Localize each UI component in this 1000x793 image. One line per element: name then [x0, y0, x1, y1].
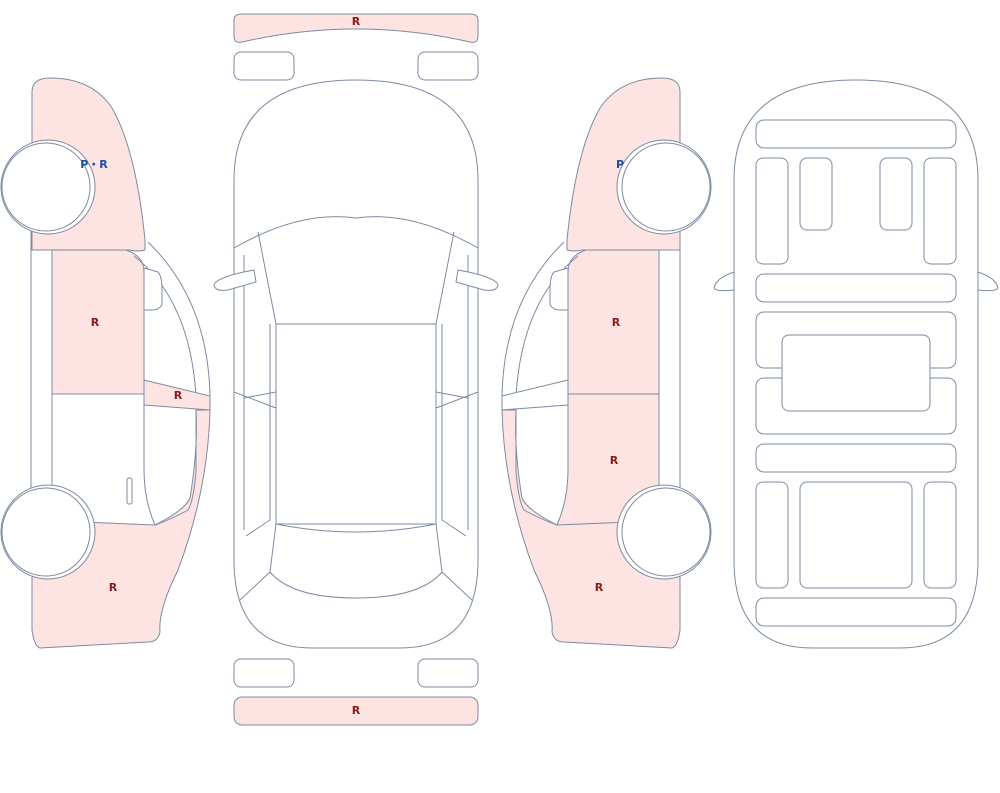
left-pillar-strip[interactable]: [143, 379, 211, 411]
front-bumper-mark: R: [352, 15, 361, 28]
left-pillar-mark: R: [174, 389, 183, 402]
floor-panel-left-2: [799, 157, 833, 231]
floor-panel-front: [755, 119, 957, 149]
left-mirror: [143, 267, 163, 311]
floor-right-mirror: [977, 271, 999, 292]
left-front-fender-mark: P・R: [80, 158, 108, 171]
right-side-view: [501, 77, 712, 649]
left-side-mirror-top: [213, 269, 257, 291]
windshield: [233, 216, 479, 249]
right-pillar-strip: [501, 379, 569, 411]
right-front-fender-mark: P: [616, 158, 624, 171]
floor-panel-right-1: [923, 157, 957, 265]
left-front-door-mark: R: [91, 316, 100, 329]
right-rear-wheel: [621, 487, 711, 577]
floor-panel-bar-2: [755, 443, 957, 473]
left-front-wheel: [1, 142, 91, 232]
right-side-mirror-top: [455, 269, 499, 291]
left-rear-quarter[interactable]: [31, 409, 211, 649]
windshield-right-edge: [435, 231, 455, 325]
floor-left-mirror: [713, 271, 735, 292]
left-front-door[interactable]: [51, 249, 145, 395]
left-rear-body-lines: [239, 519, 271, 601]
right-rear-door-mark: R: [610, 454, 619, 467]
rear-bumper-mark: R: [352, 704, 361, 717]
left-taillight: [233, 658, 295, 688]
floor-panel-rear: [755, 597, 957, 627]
right-rear-quarter[interactable]: [501, 409, 681, 649]
left-rear-quarter-mark: R: [109, 581, 118, 594]
right-taillight: [417, 658, 479, 688]
right-body-line: [501, 241, 565, 397]
right-front-door[interactable]: [567, 249, 660, 395]
floor-panel-left-1: [755, 157, 789, 265]
floor-panel-right-2: [879, 157, 913, 231]
right-front-door-mark: R: [612, 316, 621, 329]
floor-panel-right-rear: [923, 481, 957, 589]
right-headlight: [417, 51, 479, 81]
front-bumper[interactable]: [233, 13, 479, 43]
car-body-top: [233, 79, 479, 649]
right-side-glass: [515, 255, 579, 526]
left-door-handle: [126, 477, 133, 505]
right-window-lines: [435, 255, 479, 530]
floor-panel-bar-1: [755, 273, 957, 303]
floor-panel-center: [781, 334, 931, 412]
rear-window: [269, 523, 443, 599]
left-body-line: [147, 241, 211, 397]
right-front-wheel: [621, 142, 711, 232]
rear-bumper[interactable]: [233, 696, 479, 726]
windshield-left-edge: [257, 231, 277, 325]
right-rear-body-lines: [441, 519, 473, 601]
left-window-lines: [233, 255, 277, 530]
left-headlight: [233, 51, 295, 81]
right-rear-quarter-mark: R: [595, 581, 604, 594]
roof: [275, 323, 437, 525]
top-view: [213, 13, 499, 726]
left-side-view: [0, 77, 211, 649]
left-side-glass: [133, 255, 197, 526]
damage-labels: R R P・R R R R P R R R: [80, 15, 624, 717]
floor-panel-left-rear: [755, 481, 789, 589]
left-rear-wheel: [1, 487, 91, 577]
floor-panel-center-rear: [799, 481, 913, 589]
right-mirror: [549, 267, 569, 311]
floor-view: [713, 79, 999, 649]
